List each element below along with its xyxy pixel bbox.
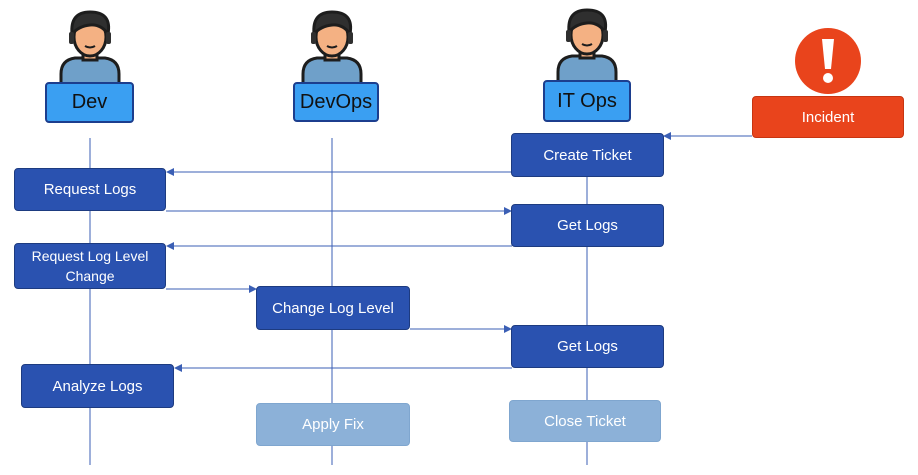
- dev-actor-label: Dev: [45, 82, 134, 123]
- exclamation-alert-icon: [795, 28, 861, 94]
- itops-person-icon: [556, 8, 618, 84]
- close-ticket-step: Close Ticket: [509, 400, 661, 442]
- request-logs-step: Request Logs: [14, 168, 166, 211]
- get-logs-step-1: Get Logs: [511, 204, 664, 247]
- apply-fix-step: Apply Fix: [256, 403, 410, 446]
- change-log-level-step: Change Log Level: [256, 286, 410, 330]
- devops-actor-label: DevOps: [293, 82, 379, 122]
- incident-box: Incident: [752, 96, 904, 138]
- itops-actor-label: IT Ops: [543, 80, 631, 122]
- request-log-level-change-step: Request Log Level Change: [14, 243, 166, 289]
- create-ticket-step: Create Ticket: [511, 133, 664, 177]
- analyze-logs-step: Analyze Logs: [21, 364, 174, 408]
- get-logs-step-2: Get Logs: [511, 325, 664, 368]
- dev-person-icon: [59, 10, 121, 86]
- devops-person-icon: [301, 10, 363, 86]
